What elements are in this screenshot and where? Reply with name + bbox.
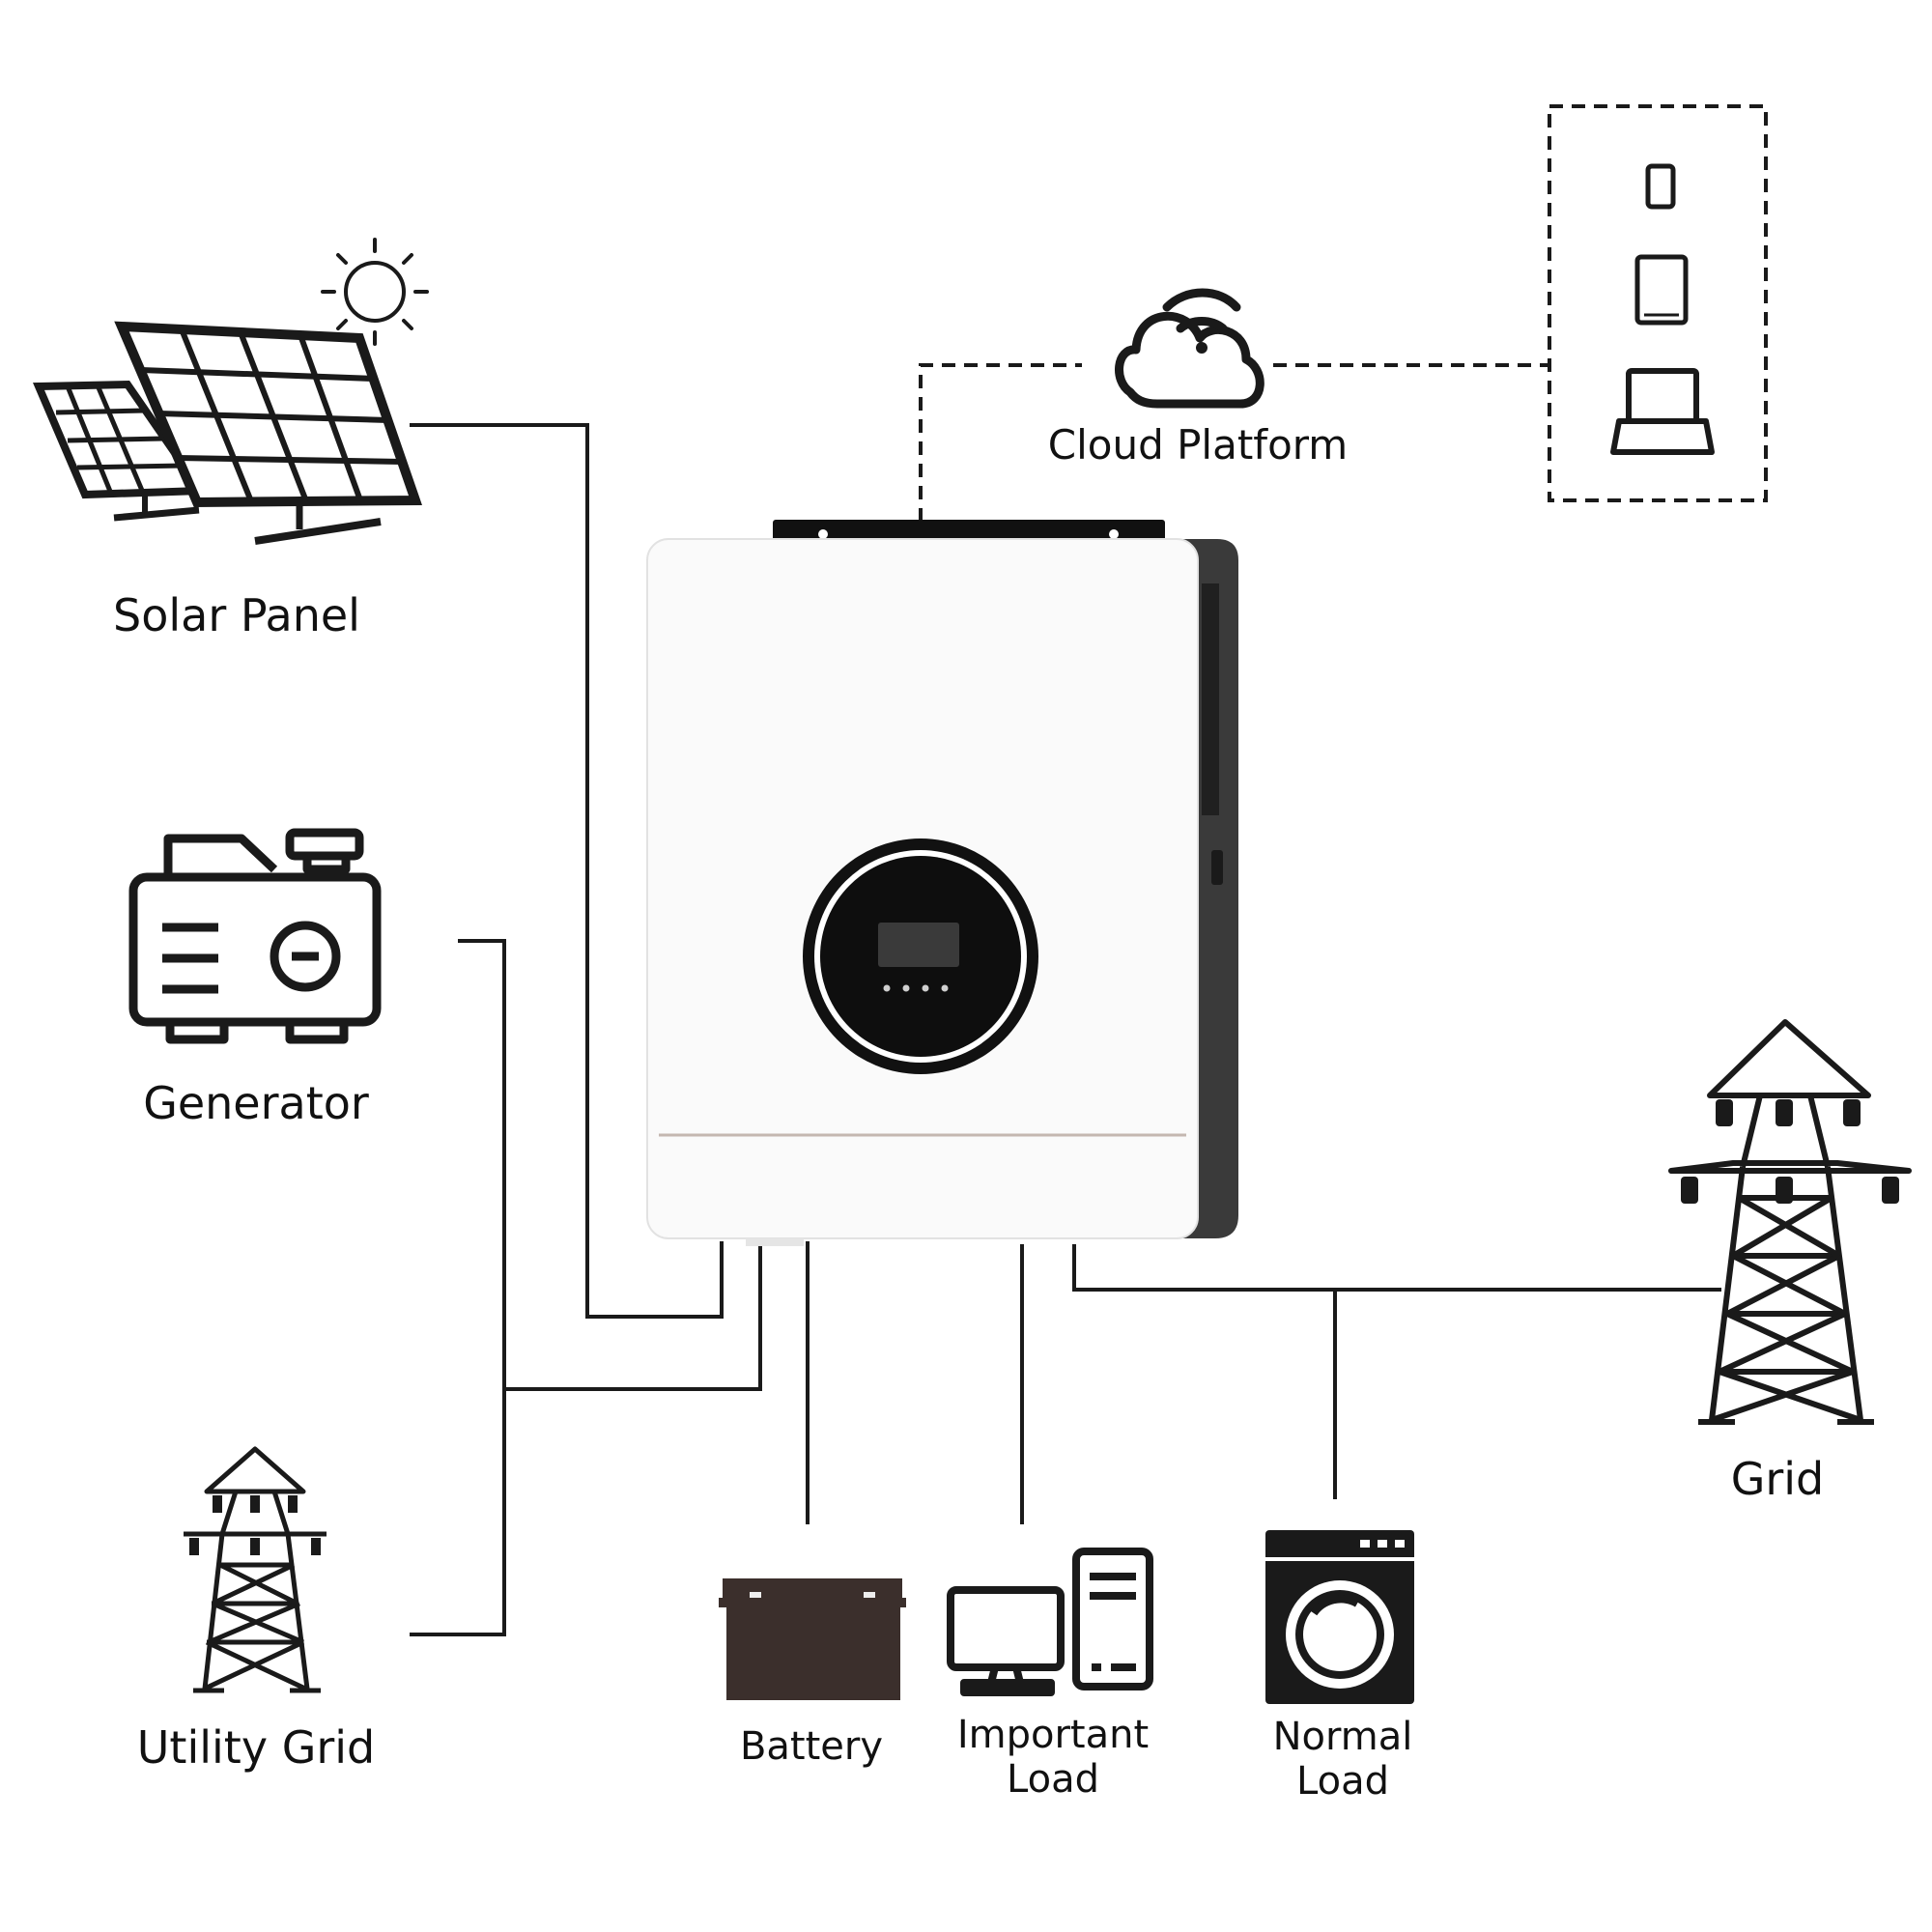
- desktop-computer-icon: [947, 1548, 1153, 1696]
- grid-label: Grid: [1730, 1453, 1825, 1505]
- smartphone-icon: [1645, 163, 1676, 210]
- cloud-dashed-lines: [919, 104, 1768, 522]
- inverter-display: [803, 838, 1038, 1074]
- utility-grid-label: Utility Grid: [136, 1721, 376, 1774]
- solar-panel-label: Solar Panel: [113, 589, 360, 641]
- laptop-icon: [1610, 368, 1715, 455]
- devices-dashed-box: [1548, 104, 1768, 502]
- connection-lines: [410, 423, 1721, 1636]
- utility-grid-connection-line: [410, 1389, 506, 1636]
- inverter-unit: [646, 520, 1238, 1246]
- washing-machine-icon: [1265, 1530, 1414, 1704]
- battery-icon: [719, 1578, 906, 1700]
- grid-tower-insulators: [1681, 1099, 1899, 1204]
- cloud-platform-label: Cloud Platform: [1047, 421, 1349, 469]
- normal-load-label-line2: Load: [1296, 1759, 1389, 1804]
- generator-icon: [128, 828, 382, 1044]
- cloud-wifi-icon: [1115, 288, 1264, 409]
- generator-label: Generator: [143, 1077, 369, 1129]
- solar-panel-icon: [32, 321, 422, 545]
- utility-tower-insulators: [189, 1495, 321, 1555]
- grid-tower-icon: [1668, 1019, 1912, 1425]
- normal-load-label-line1: Normal: [1272, 1715, 1413, 1759]
- solar-connection-line: [410, 423, 724, 1319]
- important-load-label-line2: Load: [1007, 1757, 1099, 1802]
- sun-icon: [321, 238, 429, 346]
- tablet-icon: [1634, 254, 1689, 326]
- battery-label: Battery: [739, 1724, 884, 1769]
- inverter-mount-bracket: [773, 520, 1165, 541]
- inverter-cloud-dashed-line: [919, 363, 1082, 522]
- important-load-label-line1: Important: [956, 1713, 1150, 1757]
- grid-connection-line: [1072, 1244, 1721, 1292]
- utility-tower-icon: [184, 1446, 327, 1693]
